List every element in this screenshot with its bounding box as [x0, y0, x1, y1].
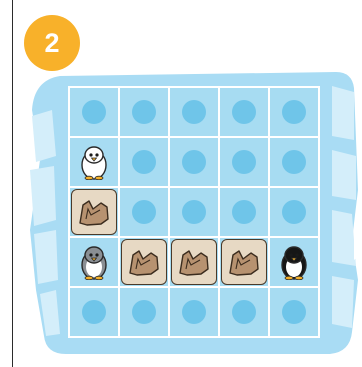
penguin-gray-icon[interactable]	[79, 244, 109, 280]
empty-spot-dot	[182, 300, 206, 324]
rock-tile[interactable]	[71, 189, 117, 235]
board-cell[interactable]	[170, 138, 220, 188]
board-cell[interactable]	[170, 238, 220, 288]
board-cell[interactable]	[120, 138, 170, 188]
board-cell[interactable]	[220, 238, 270, 288]
empty-spot-dot	[232, 200, 256, 224]
empty-spot-dot	[182, 200, 206, 224]
board-cell[interactable]	[120, 188, 170, 238]
board-cell[interactable]	[170, 88, 220, 138]
empty-spot-dot	[282, 100, 306, 124]
empty-spot-dot	[232, 150, 256, 174]
empty-spot-dot	[232, 300, 256, 324]
level-badge: 2	[24, 15, 80, 71]
board-cell[interactable]	[270, 288, 320, 338]
empty-spot-dot	[282, 200, 306, 224]
board-cell[interactable]	[70, 188, 120, 238]
empty-spot-dot	[182, 150, 206, 174]
empty-spot-dot	[132, 150, 156, 174]
board-cell[interactable]	[120, 238, 170, 288]
rock-tile[interactable]	[221, 239, 267, 285]
empty-spot-dot	[132, 200, 156, 224]
board-cell[interactable]	[220, 288, 270, 338]
rock-tile[interactable]	[171, 239, 217, 285]
empty-spot-dot	[82, 300, 106, 324]
board-cell[interactable]	[270, 238, 320, 288]
board-cell[interactable]	[270, 188, 320, 238]
board-cell[interactable]	[170, 188, 220, 238]
penguin-black-icon[interactable]	[279, 244, 309, 280]
level-number: 2	[44, 28, 59, 59]
board-grid	[68, 86, 320, 338]
board-cell[interactable]	[220, 138, 270, 188]
penguin-white-icon[interactable]	[79, 144, 109, 180]
board-cell[interactable]	[270, 88, 320, 138]
empty-spot-dot	[132, 300, 156, 324]
empty-spot-dot	[82, 100, 106, 124]
empty-spot-dot	[232, 100, 256, 124]
board-cell[interactable]	[270, 138, 320, 188]
empty-spot-dot	[182, 100, 206, 124]
ice-board	[26, 70, 360, 356]
board-cell[interactable]	[70, 88, 120, 138]
board-cell[interactable]	[170, 288, 220, 338]
board-cell[interactable]	[70, 138, 120, 188]
board-cell[interactable]	[70, 238, 120, 288]
board-cell[interactable]	[220, 88, 270, 138]
empty-spot-dot	[282, 150, 306, 174]
board-cell[interactable]	[70, 288, 120, 338]
board-cell[interactable]	[220, 188, 270, 238]
empty-spot-dot	[132, 100, 156, 124]
empty-spot-dot	[282, 300, 306, 324]
board-cell[interactable]	[120, 88, 170, 138]
board-cell[interactable]	[120, 288, 170, 338]
rock-tile[interactable]	[121, 239, 167, 285]
